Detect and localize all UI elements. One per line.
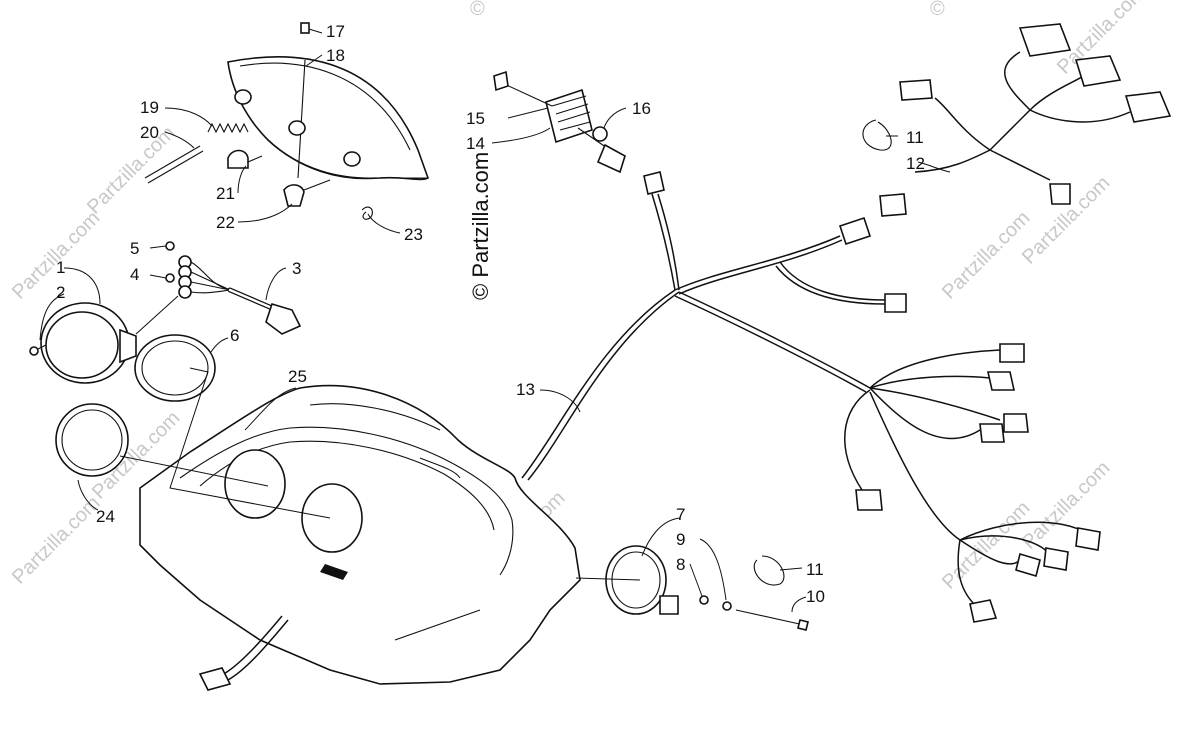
watermark-text: Partzilla.com xyxy=(938,497,1035,594)
callout-14: 14 xyxy=(466,134,485,153)
callout-8: 8 xyxy=(676,555,685,574)
callout-12: 12 xyxy=(906,154,925,173)
watermark-copyright: © xyxy=(470,0,485,20)
callout-2: 2 xyxy=(56,283,65,302)
callout-5: 5 xyxy=(130,239,139,258)
headlight-assembly xyxy=(144,22,429,234)
callout-16: 16 xyxy=(632,99,651,118)
dash-panel xyxy=(119,367,581,691)
callout-10: 10 xyxy=(806,587,825,606)
watermark-text: Partzilla.com xyxy=(83,122,180,219)
callout-4: 4 xyxy=(130,265,139,284)
callout-23: 23 xyxy=(404,225,423,244)
callout-20: 20 xyxy=(140,123,159,142)
speedometer-parts xyxy=(575,517,809,631)
sub-harness xyxy=(862,23,1172,217)
callout-7: 7 xyxy=(676,505,685,524)
callout-11-upper: 11 xyxy=(906,128,924,147)
callout-18: 18 xyxy=(326,46,345,65)
callout-1: 1 xyxy=(56,258,65,277)
callout-3: 3 xyxy=(292,259,301,278)
relay-assembly xyxy=(491,70,627,174)
main-harness xyxy=(521,171,1101,623)
callout-labels: 1 2 3 4 5 6 7 8 9 10 11 11 12 13 14 15 1… xyxy=(56,22,925,606)
watermark-copyright: © xyxy=(930,0,945,20)
callout-11-lower: 11 xyxy=(806,560,824,579)
callout-13: 13 xyxy=(516,380,535,399)
gauge-assembly xyxy=(29,241,302,511)
callout-6: 6 xyxy=(230,326,239,345)
watermark-text: Partzilla.com xyxy=(8,492,105,589)
callout-24: 24 xyxy=(96,507,115,526)
callout-25: 25 xyxy=(288,367,307,386)
callout-22: 22 xyxy=(216,213,235,232)
callout-21: 21 xyxy=(216,184,235,203)
center-watermark: © Partzilla.com xyxy=(468,152,493,300)
callout-15: 15 xyxy=(466,109,485,128)
callout-19: 19 xyxy=(140,98,159,117)
callout-9: 9 xyxy=(676,530,685,549)
callout-17: 17 xyxy=(326,22,345,41)
